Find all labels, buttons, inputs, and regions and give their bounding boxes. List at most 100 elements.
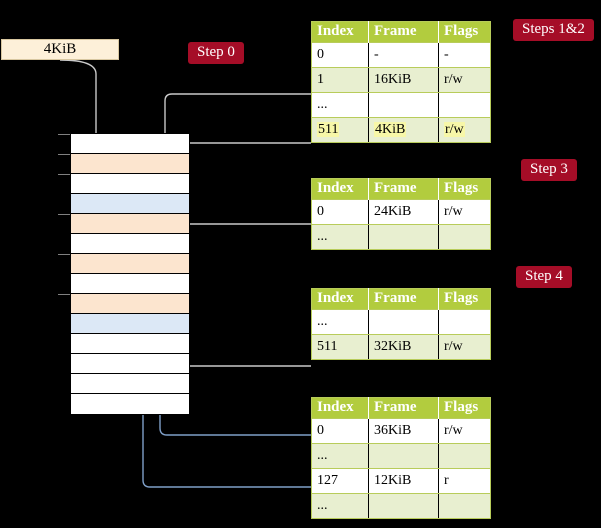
memory-frame-row (71, 274, 189, 294)
physical-memory-frames (70, 133, 190, 415)
table-row: ... (311, 493, 491, 519)
memory-frame-tick (58, 154, 70, 155)
cell-frame (368, 224, 439, 250)
cell-frame (368, 92, 439, 118)
virtual-address-box: 4KiB (1, 39, 119, 60)
cell-frame: 36KiB (368, 418, 439, 444)
cell-index: 511 (311, 117, 369, 143)
cell-index: 1 (311, 67, 369, 93)
memory-frame-row (71, 294, 189, 314)
column-header-frame: Frame (368, 288, 439, 310)
column-header-frame: Frame (368, 21, 439, 43)
cell-index: 127 (311, 468, 369, 494)
memory-frame-row (71, 394, 189, 414)
table-row: 511 4KiB r/w (311, 117, 491, 143)
column-header-frame: Frame (368, 178, 439, 200)
cell-flags: - (438, 42, 491, 68)
memory-frame-row (71, 314, 189, 334)
cell-index: 0 (311, 42, 369, 68)
cell-frame (368, 443, 439, 469)
memory-frame-tick (58, 174, 70, 175)
cell-flags: r/w (438, 117, 491, 143)
cell-flags (438, 443, 491, 469)
cell-index: ... (311, 224, 369, 250)
column-header-index: Index (311, 397, 369, 419)
memory-frame-row (71, 334, 189, 354)
table-row: ... (311, 92, 491, 118)
cell-frame (368, 493, 439, 519)
column-header-flags: Flags (438, 21, 491, 43)
cell-flags: r/w (438, 418, 491, 444)
badge-steps-1-2: Steps 1&2 (513, 19, 594, 41)
memory-frame-row (71, 174, 189, 194)
cell-flags: r (438, 468, 491, 494)
table-row: 0-- (311, 42, 491, 68)
cell-index: ... (311, 309, 369, 335)
highlighted-value: r/w (444, 121, 465, 137)
column-header-flags: Flags (438, 178, 491, 200)
cell-flags: r/w (438, 199, 491, 225)
memory-frame-row (71, 254, 189, 274)
cell-frame: 24KiB (368, 199, 439, 225)
cell-frame: 4KiB (368, 117, 439, 143)
memory-frame-row (71, 154, 189, 174)
memory-frame-row (71, 234, 189, 254)
cell-flags: r/w (438, 67, 491, 93)
cell-flags (438, 493, 491, 519)
cell-frame (368, 309, 439, 335)
column-header-index: Index (311, 288, 369, 310)
cell-index: 0 (311, 418, 369, 444)
memory-frame-tick (58, 294, 70, 295)
wire-vaddr-to-frame (59, 59, 104, 144)
table-row: ... (311, 443, 491, 469)
memory-frame-row (71, 374, 189, 394)
badge-step-4: Step 4 (516, 266, 572, 288)
memory-frame-row (71, 214, 189, 234)
cell-frame: 16KiB (368, 67, 439, 93)
memory-frame-row (71, 354, 189, 374)
cell-flags: r/w (438, 334, 491, 360)
cell-frame: 12KiB (368, 468, 439, 494)
cell-index: 511 (311, 334, 369, 360)
memory-frame-tick (58, 134, 70, 135)
cell-index: ... (311, 493, 369, 519)
table-row: ... (311, 309, 491, 335)
cell-index: 0 (311, 199, 369, 225)
badge-step-0: Step 0 (188, 42, 244, 64)
cell-index: ... (311, 92, 369, 118)
column-header-index: Index (311, 178, 369, 200)
cell-flags (438, 309, 491, 335)
wire-l2-row511-left (172, 296, 311, 367)
cell-flags (438, 92, 491, 118)
badge-step-3: Step 3 (521, 159, 577, 181)
column-header-flags: Flags (438, 397, 491, 419)
highlighted-value: 511 (317, 121, 340, 137)
memory-frame-tick (58, 214, 70, 215)
cell-frame: - (368, 42, 439, 68)
memory-frame-row (71, 194, 189, 214)
cell-frame: 32KiB (368, 334, 439, 360)
highlighted-value: 4KiB (374, 121, 407, 137)
cell-flags (438, 224, 491, 250)
column-header-index: Index (311, 21, 369, 43)
column-header-frame: Frame (368, 397, 439, 419)
cell-index: ... (311, 443, 369, 469)
table-row: ... (311, 224, 491, 250)
column-header-flags: Flags (438, 288, 491, 310)
memory-frame-row (71, 134, 189, 154)
wire-l3-row0-left (179, 223, 311, 259)
